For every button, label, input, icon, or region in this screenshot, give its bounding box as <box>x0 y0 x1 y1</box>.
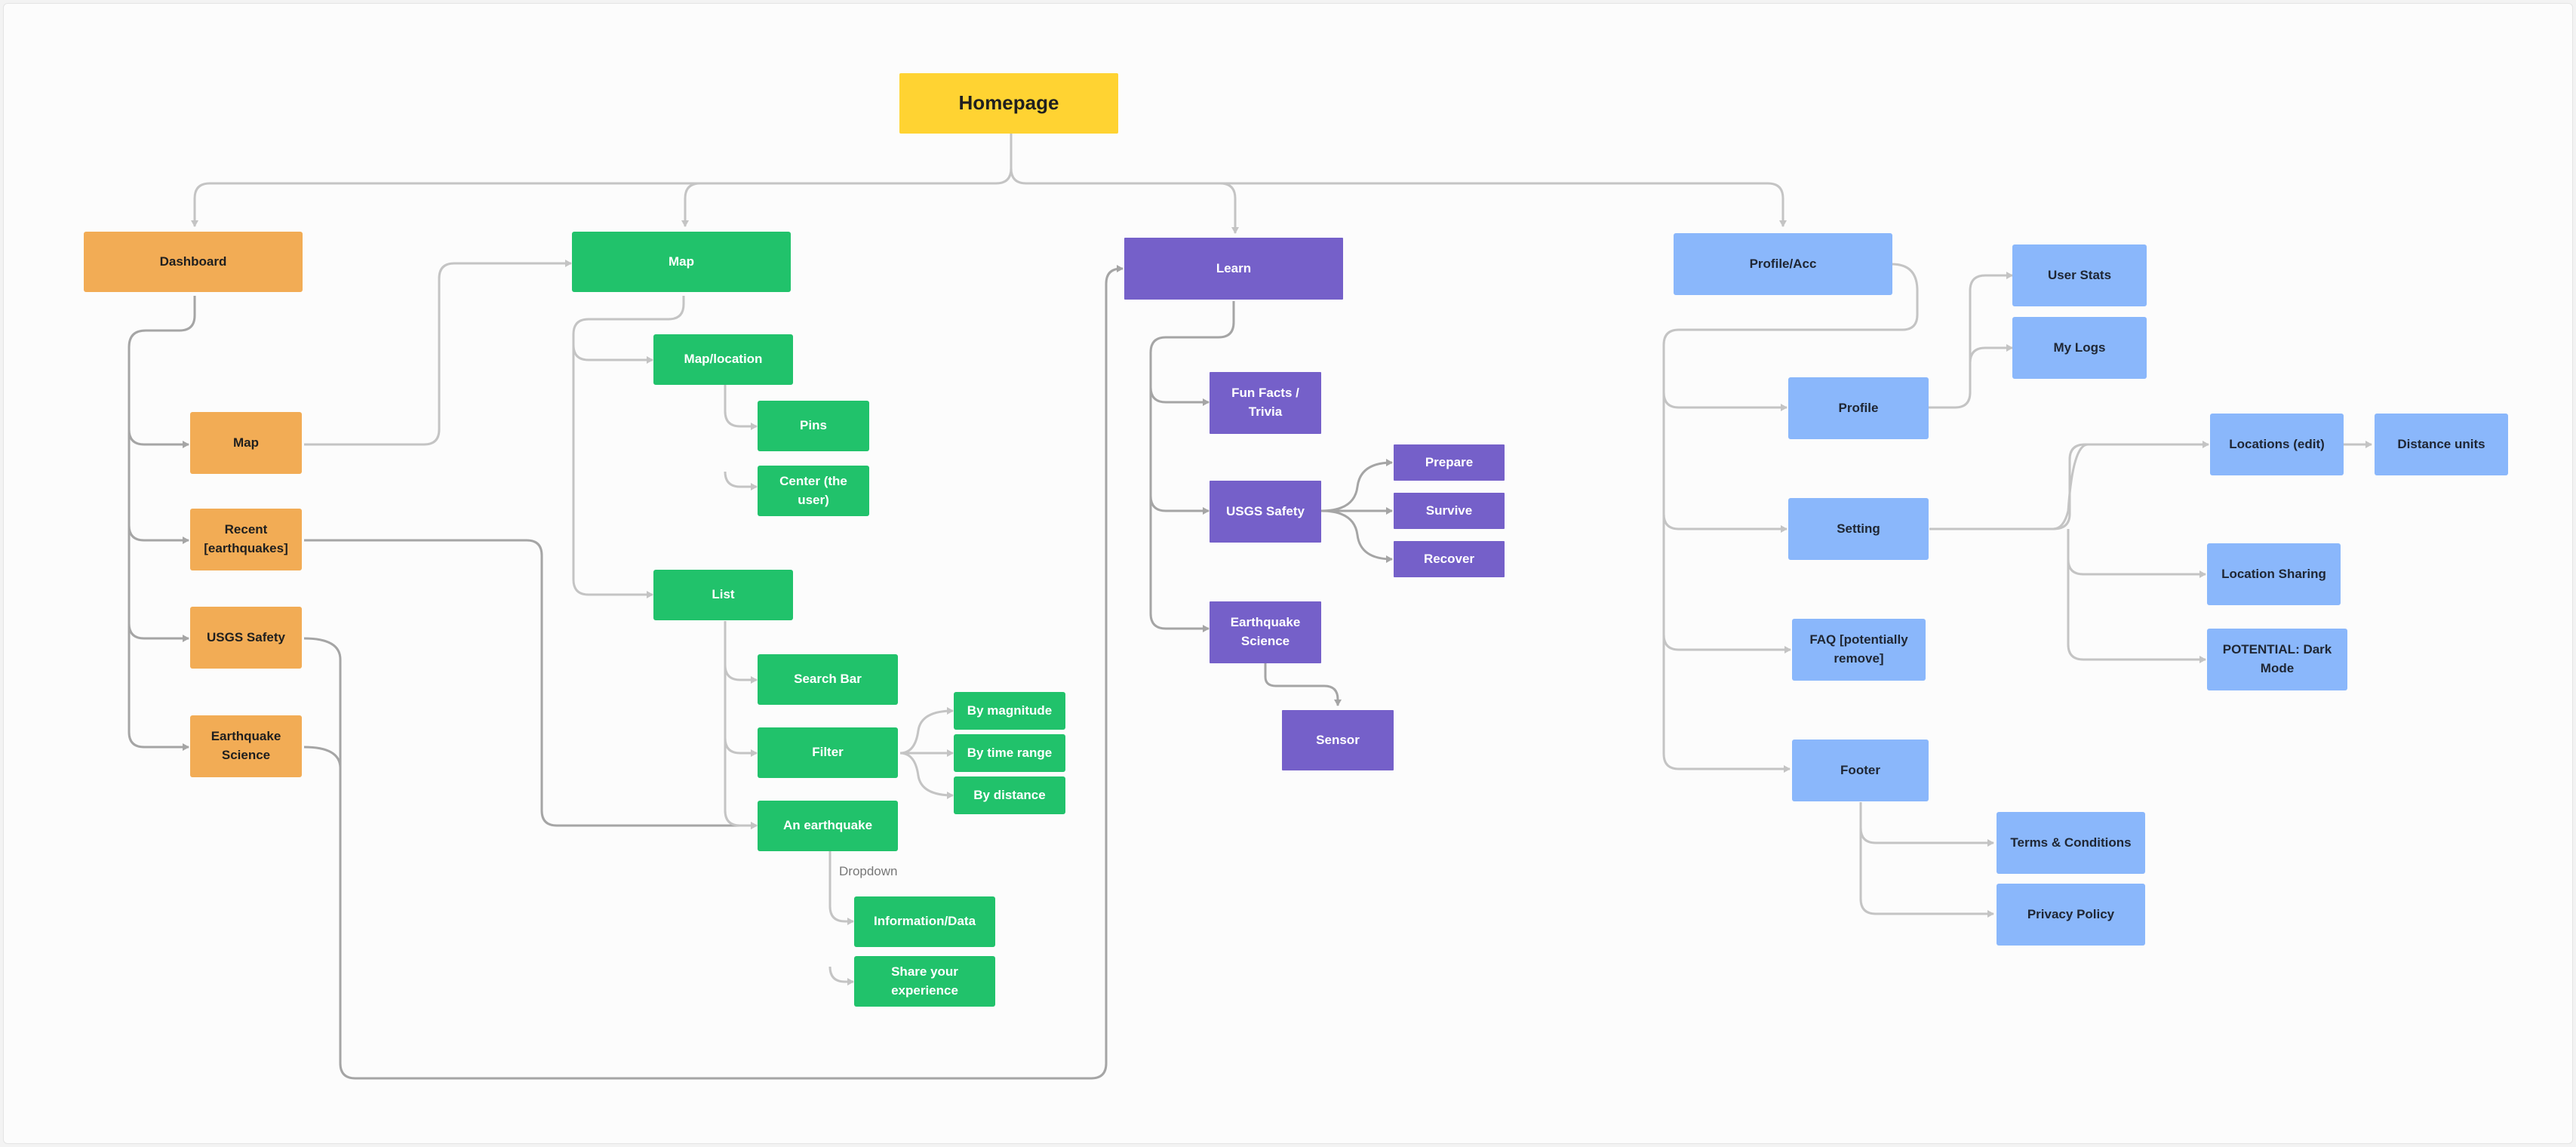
pins-node[interactable]: Pins <box>758 401 869 451</box>
survive-node[interactable]: Survive <box>1394 493 1505 529</box>
dropdown-note: Dropdown <box>839 864 898 878</box>
faq-node[interactable]: FAQ [potentially remove] <box>1792 619 1926 681</box>
dashboard-recent-earthquakes-node[interactable]: Recent [earthquakes] <box>190 509 302 570</box>
locations-edit-node[interactable]: Locations (edit) <box>2210 414 2344 475</box>
map-location-node[interactable]: Map/location <box>653 334 793 385</box>
dashboard-usgs-safety-node[interactable]: USGS Safety <box>190 607 302 669</box>
profile-acc-node[interactable]: Profile/Acc <box>1674 233 1892 295</box>
learn-earthquake-science-node[interactable]: Earthquake Science <box>1210 601 1321 663</box>
an-earthquake-node[interactable]: An earthquake <box>758 801 898 851</box>
dashboard-node[interactable]: Dashboard <box>84 232 303 292</box>
terms-conditions-node[interactable]: Terms & Conditions <box>1997 812 2145 874</box>
share-experience-node[interactable]: Share your experience <box>854 956 995 1007</box>
connector-layer <box>128 134 2372 1080</box>
my-logs-node[interactable]: My Logs <box>2012 317 2147 379</box>
privacy-policy-node[interactable]: Privacy Policy <box>1997 884 2145 946</box>
by-magnitude-node[interactable]: By magnitude <box>954 692 1065 730</box>
learn-node[interactable]: Learn <box>1124 238 1343 300</box>
dark-mode-node[interactable]: POTENTIAL: Dark Mode <box>2207 629 2347 690</box>
fun-facts-node[interactable]: Fun Facts / Trivia <box>1210 372 1321 434</box>
dashboard-map-node[interactable]: Map <box>190 412 302 474</box>
dashboard-earthquake-science-node[interactable]: Earthquake Science <box>190 715 302 777</box>
sensor-node[interactable]: Sensor <box>1282 710 1394 770</box>
footer-node[interactable]: Footer <box>1792 740 1929 801</box>
distance-units-node[interactable]: Distance units <box>2375 414 2508 475</box>
connector-dashboard-crosslinks-dark <box>303 265 1124 1080</box>
profile-node[interactable]: Profile <box>1788 377 1929 439</box>
recover-node[interactable]: Recover <box>1394 541 1505 577</box>
center-user-node[interactable]: Center (the user) <box>758 466 869 516</box>
by-distance-node[interactable]: By distance <box>954 776 1065 814</box>
information-data-node[interactable]: Information/Data <box>854 896 995 947</box>
setting-node[interactable]: Setting <box>1788 498 1929 560</box>
connector-dashboard-crosslinks <box>304 260 572 446</box>
prepare-node[interactable]: Prepare <box>1394 444 1505 481</box>
connector-homepage-sections <box>191 134 1787 234</box>
user-stats-node[interactable]: User Stats <box>2012 244 2147 306</box>
learn-usgs-safety-node[interactable]: USGS Safety <box>1210 481 1321 543</box>
location-sharing-node[interactable]: Location Sharing <box>2207 543 2341 605</box>
homepage-node[interactable]: Homepage <box>899 73 1118 134</box>
sitemap-canvas: Homepage Dashboard Map Recent [earthquak… <box>3 3 2573 1144</box>
connector-dashboard <box>128 296 196 751</box>
search-bar-node[interactable]: Search Bar <box>758 654 898 705</box>
list-node[interactable]: List <box>653 570 793 620</box>
filter-node[interactable]: Filter <box>758 727 898 778</box>
by-time-range-node[interactable]: By time range <box>954 734 1065 772</box>
map-node[interactable]: Map <box>572 232 791 292</box>
